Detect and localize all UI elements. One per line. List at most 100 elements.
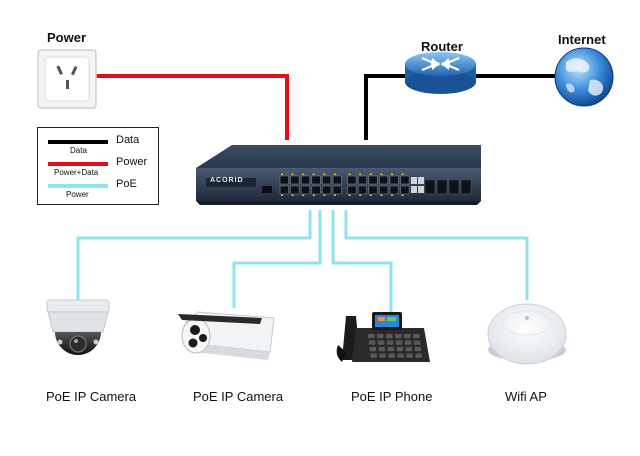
phone-key	[368, 334, 375, 339]
phone-key	[377, 334, 384, 339]
poe-cable-bullet-camera	[232, 210, 322, 308]
poe-cable-dome-camera	[76, 210, 312, 300]
switch-port	[368, 175, 378, 185]
poe-cable-ip-phone	[331, 210, 393, 318]
port-led	[380, 173, 383, 175]
legend-line-data	[48, 140, 108, 144]
phone-key	[395, 340, 403, 345]
phone-key	[386, 334, 393, 339]
legend-line-power	[48, 162, 108, 166]
phone-key	[395, 334, 402, 339]
device-label-bullet-camera: PoE IP Camera	[193, 389, 284, 404]
device-label-dome-camera: PoE IP Camera	[46, 389, 137, 404]
phone-key	[386, 340, 394, 345]
legend-sublabel-data: Data	[70, 146, 87, 155]
dome-camera-icon	[46, 299, 110, 355]
port-led	[369, 173, 372, 175]
switch-port	[389, 175, 399, 185]
legend-label-poe: PoE	[116, 178, 137, 190]
port-led	[281, 173, 283, 175]
combo-port	[418, 186, 424, 193]
phone-key	[378, 347, 386, 352]
port-led	[312, 173, 315, 175]
port-led	[323, 194, 326, 196]
router-icon	[405, 52, 476, 94]
switch-port	[279, 175, 289, 185]
port-led	[369, 194, 372, 196]
sfp-ports	[424, 179, 472, 195]
port-led	[391, 194, 393, 196]
ip-phone-icon	[336, 312, 430, 362]
phone-keypad	[368, 334, 422, 358]
phone-key	[370, 353, 377, 358]
phone-key	[404, 340, 412, 345]
switch-port	[357, 185, 367, 195]
phone-key	[413, 334, 420, 339]
phone-key	[377, 340, 385, 345]
combo-port	[418, 177, 424, 184]
port-led	[391, 173, 393, 175]
phone-key	[368, 340, 376, 345]
legend-sublabel-poe: Power	[66, 190, 89, 199]
port-led	[359, 194, 362, 196]
switch-port	[347, 185, 357, 195]
port-led	[281, 194, 283, 196]
port-led	[291, 194, 294, 196]
internet-label: Internet	[558, 32, 606, 47]
phone-key	[396, 347, 404, 352]
data-cable	[364, 74, 556, 140]
port-led	[359, 173, 362, 175]
port-led	[312, 194, 315, 196]
phone-key	[379, 353, 386, 358]
phone-key	[406, 353, 413, 358]
switch-port	[290, 175, 300, 185]
power-outlet-icon	[37, 49, 97, 109]
switch-port	[279, 185, 289, 195]
switch-port	[389, 185, 399, 195]
switch-port	[300, 185, 310, 195]
combo-port	[411, 186, 417, 193]
port-led	[380, 194, 383, 196]
port-led	[334, 194, 336, 196]
port-led	[302, 194, 305, 196]
phone-key	[415, 353, 422, 358]
device-label-ip-phone: PoE IP Phone	[351, 389, 433, 404]
phone-key	[387, 347, 395, 352]
port-led	[401, 173, 404, 175]
switch-port	[311, 185, 321, 195]
switch-port	[290, 185, 300, 195]
switch-port	[400, 185, 410, 195]
legend-sublabel-power: Power+Data	[54, 168, 99, 177]
poe-cable-wifi-ap	[344, 210, 529, 300]
phone-key	[404, 334, 411, 339]
power-label: Power	[47, 30, 87, 45]
globe-icon	[554, 47, 614, 107]
legend-label-power: Power	[116, 156, 148, 168]
wifi-ap-icon	[487, 303, 567, 365]
port-led	[323, 173, 326, 175]
phone-key	[397, 353, 404, 358]
switch-port	[400, 175, 410, 185]
switch-port	[300, 175, 310, 185]
switch-port	[332, 185, 342, 195]
poe-cables	[76, 210, 529, 318]
power-cable	[96, 74, 289, 140]
switch-brand-label: ACORID	[210, 177, 244, 184]
phone-key	[388, 353, 395, 358]
poe-switch-icon	[196, 145, 481, 205]
phone-key	[405, 347, 413, 352]
switch-port	[322, 185, 332, 195]
legend-label-data: Data	[116, 134, 140, 146]
port-led	[348, 173, 351, 175]
bullet-camera-icon	[178, 311, 275, 360]
switch-port	[322, 175, 332, 185]
switch-port	[311, 175, 321, 185]
phone-key	[414, 347, 422, 352]
switch-port	[357, 175, 367, 185]
switch-port	[379, 175, 389, 185]
port-led	[291, 173, 294, 175]
port-led	[334, 173, 336, 175]
combo-port	[411, 177, 417, 184]
port-led	[401, 194, 404, 196]
router-label: Router	[421, 39, 463, 54]
